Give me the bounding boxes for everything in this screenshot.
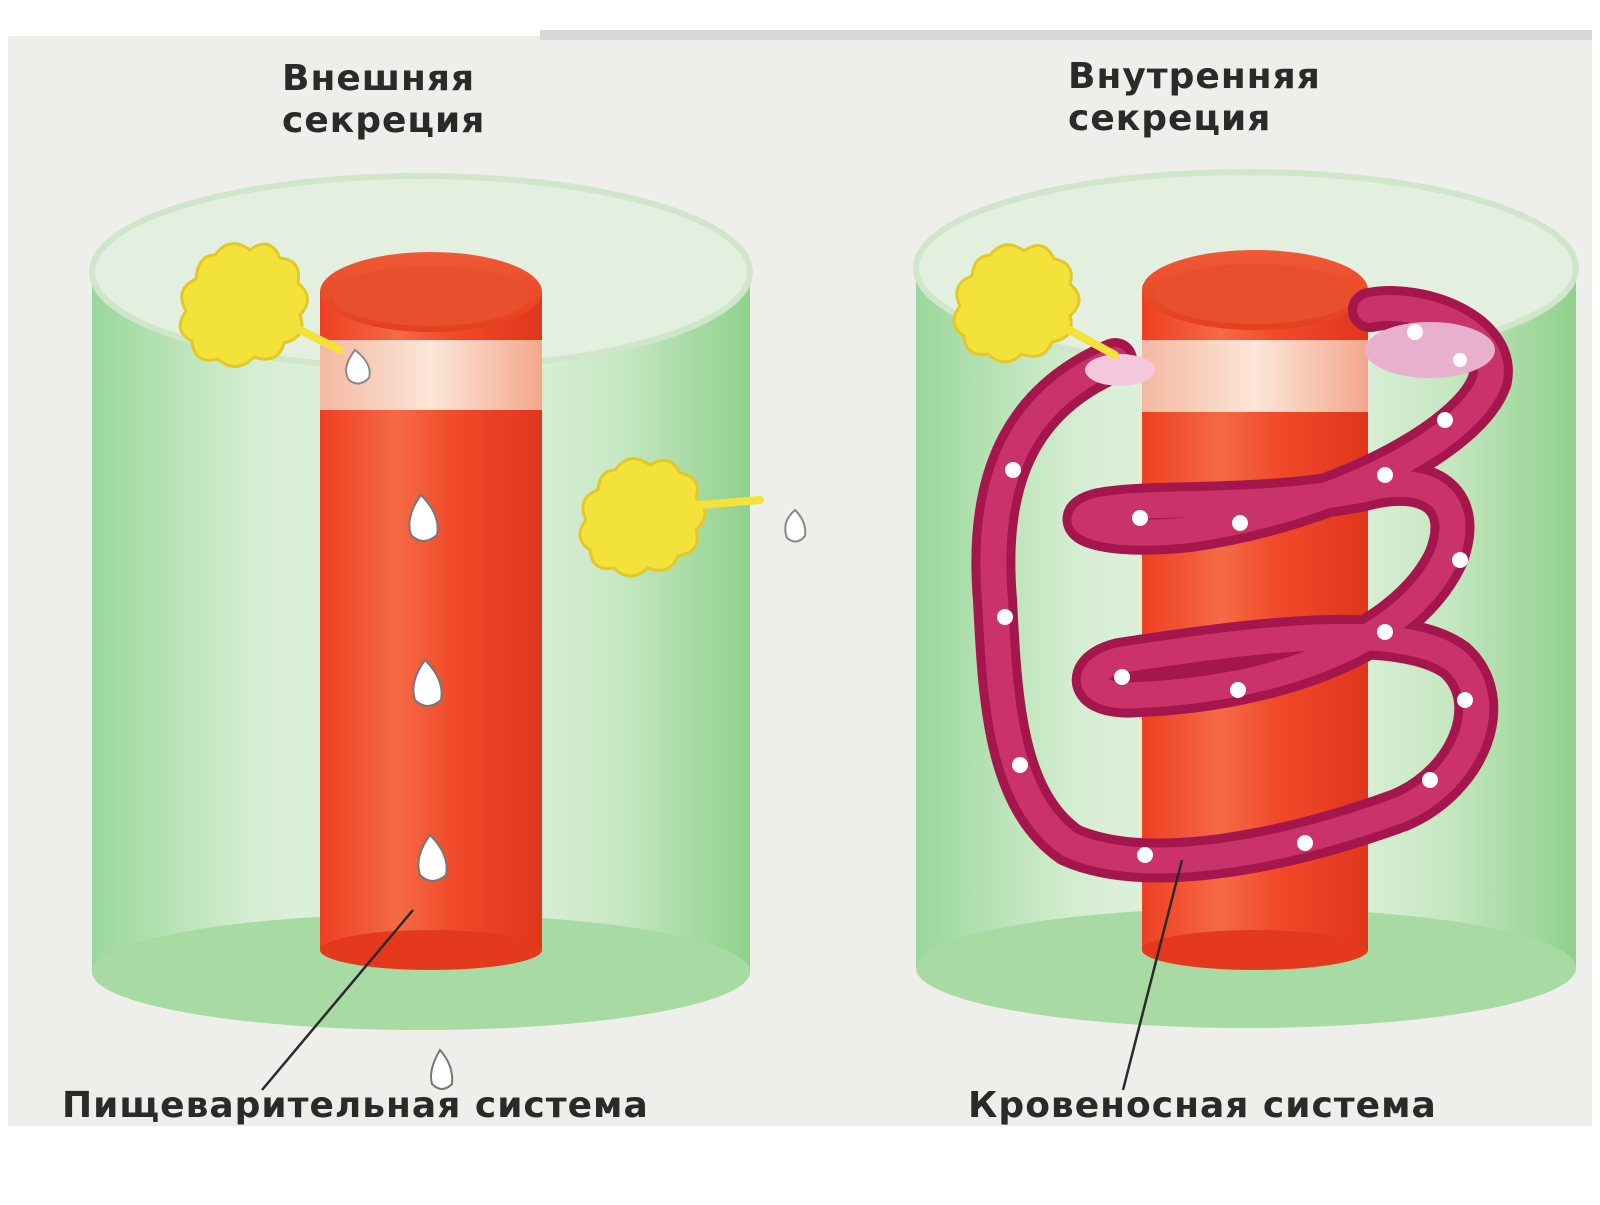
secretion-drops — [408, 493, 454, 1090]
right-gland — [952, 243, 1119, 364]
left-caption: Пищеварительная система — [62, 1085, 649, 1126]
blood-vessel — [971, 286, 1513, 883]
left-title-line1: Внешняя — [282, 58, 476, 99]
right-title-line1: Внутренняя — [1068, 56, 1321, 97]
circulatory-pointer-line — [1121, 859, 1184, 1091]
right-title-line2: секреция — [1068, 98, 1272, 139]
left-gland-side — [578, 457, 807, 578]
blood-cells — [997, 324, 1473, 863]
left-gland-top — [178, 242, 371, 385]
right-caption: Кровеносная система — [968, 1085, 1437, 1126]
top-strip — [540, 30, 1592, 40]
digestive-pointer-line — [261, 909, 414, 1091]
left-title-line2: секреция — [282, 100, 486, 141]
